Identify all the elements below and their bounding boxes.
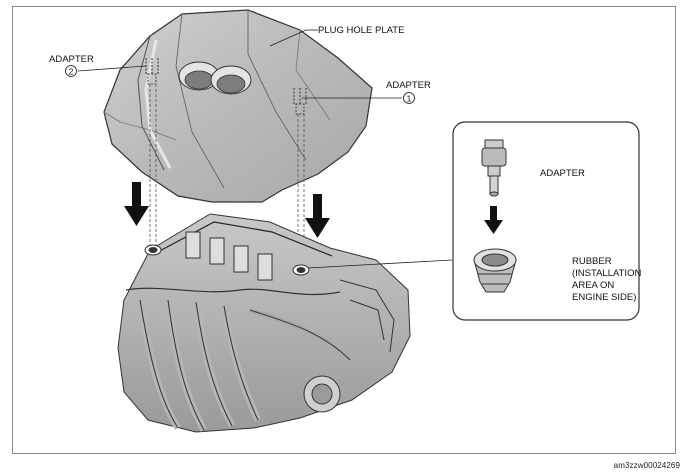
plug-hole-plate-label: PLUG HOLE PLATE — [318, 25, 404, 36]
adapter-2-number: 2 — [69, 67, 74, 77]
adapter-1-label: ADAPTER — [386, 80, 431, 91]
adapter-2-label: ADAPTER — [49, 54, 94, 65]
rubber-label-line-4: ENGINE SIDE) — [572, 292, 636, 303]
adapter-1-number: 1 — [407, 94, 412, 104]
inset-adapter-label: ADAPTER — [540, 168, 585, 179]
plug-hole-plate — [103, 9, 373, 203]
adapter-2-callout — [65, 65, 77, 77]
rubber-label-line-3: AREA ON — [572, 280, 614, 291]
down-arrow-icon — [484, 206, 503, 234]
alignment-lines — [149, 84, 305, 268]
figure-code: am3zzw00024269 — [613, 461, 680, 470]
rubber-part — [473, 248, 517, 293]
inset-detail — [452, 121, 640, 321]
engine — [117, 213, 411, 433]
rubber-label-line-1: RUBBER — [572, 256, 612, 267]
adapter-part — [481, 139, 507, 197]
down-arrow-icon — [305, 194, 330, 238]
adapter-1-callout — [403, 92, 415, 104]
down-arrow-icon — [124, 182, 149, 226]
rubber-label-line-2: (INSTALLATION — [572, 268, 641, 279]
